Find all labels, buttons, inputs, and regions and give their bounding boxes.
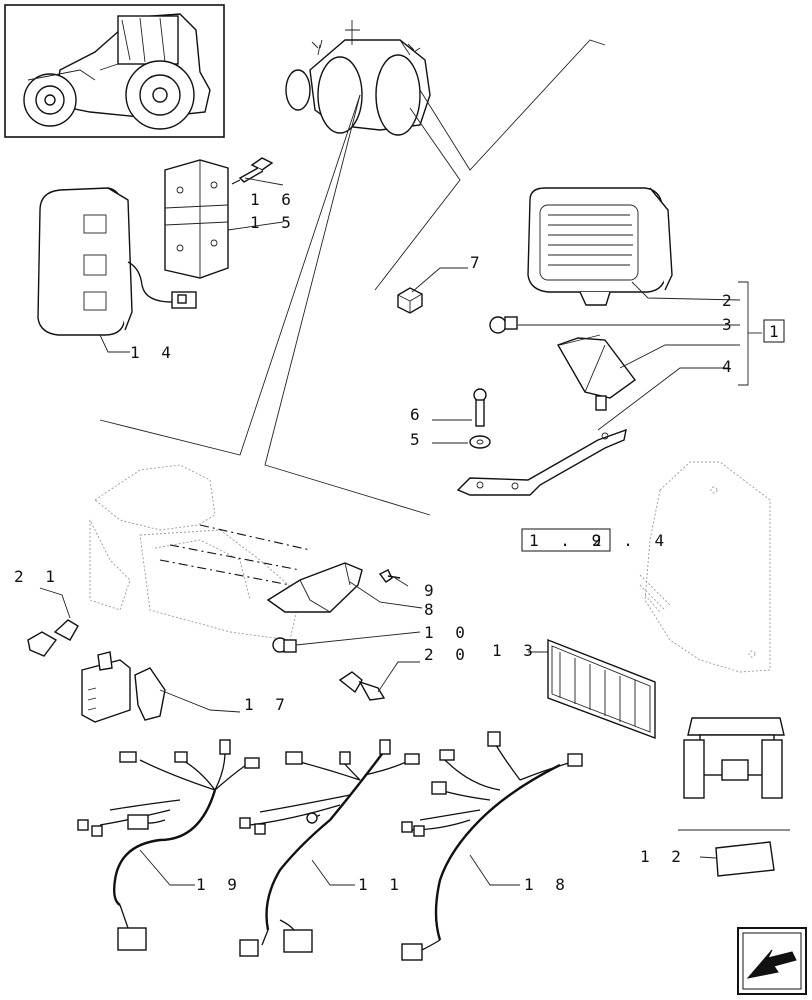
cab-panel-outline (639, 461, 771, 673)
label-20: 2 0 (424, 645, 471, 664)
arrow-back-icon[interactable] (737, 927, 807, 995)
part-9-screw (378, 569, 401, 583)
label-9: 9 (424, 581, 440, 600)
label-11: 1 1 (358, 875, 405, 894)
part-14-tail-lamp (37, 187, 197, 336)
tractor-thumbnail-icon (4, 4, 225, 138)
label-19: 1 9 (196, 875, 243, 894)
label-1-box (763, 319, 785, 343)
ref-box (521, 528, 611, 552)
label-16: 1 6 (250, 190, 297, 209)
part-19-harness (77, 739, 260, 951)
tractor-rear-view (285, 20, 431, 136)
fender-outline (89, 464, 301, 641)
part-12-reflector (715, 841, 775, 877)
part-1-mount-bracket (556, 334, 636, 411)
label-10: 1 0 (424, 623, 471, 642)
label-18: 1 8 (524, 875, 571, 894)
label-6: 6 (410, 405, 426, 424)
part-21-connector (27, 619, 79, 657)
part-7-relay (397, 287, 423, 314)
label-17: 1 7 (244, 695, 291, 714)
part-11-harness (239, 739, 420, 957)
alignment-lines (159, 524, 311, 586)
part-3-bulb (489, 316, 518, 334)
part-2-work-lamp (527, 187, 673, 306)
part-20-bulb-holder (338, 671, 386, 701)
part-6-bolt (473, 388, 487, 427)
label-3: 3 (722, 315, 738, 334)
label-13: 1 3 (492, 641, 539, 660)
label-8: 8 (424, 600, 440, 619)
label-1: 1 (769, 322, 785, 341)
part-5-washer (469, 435, 491, 449)
label-15: 1 5 (250, 213, 297, 232)
label-14: 1 4 (130, 343, 177, 362)
part-4-bracket (456, 428, 627, 496)
label-12: 1 2 (640, 847, 687, 866)
tractor-rear-mini-icon (678, 717, 790, 831)
label-2: 2 (722, 291, 738, 310)
label-7: 7 (470, 253, 486, 272)
part-8-side-lamp (266, 562, 363, 613)
label-5: 5 (410, 430, 426, 449)
part-labels: 1 6 1 5 1 4 7 2 3 1 4 6 5 1 . 9 2 . 4 2 … (14, 190, 785, 894)
part-13-reflector (547, 638, 656, 740)
part-18-harness (401, 731, 583, 961)
ref-boxed: 1 . 9 (529, 531, 607, 550)
part-15-bracket (164, 159, 229, 279)
label-21: 2 1 (14, 567, 61, 586)
part-17-connector-block (81, 651, 166, 723)
ref-rest: 2 . 4 (592, 531, 670, 550)
label-4: 4 (722, 357, 738, 376)
part-10-bulb (272, 637, 297, 653)
leader-lines (39, 39, 762, 886)
